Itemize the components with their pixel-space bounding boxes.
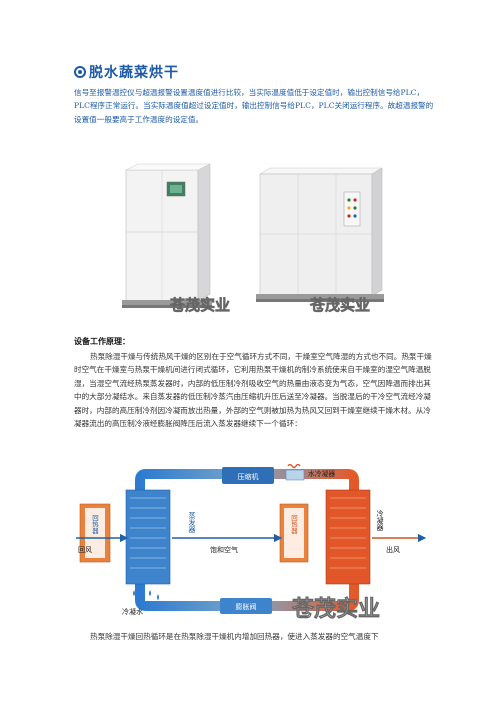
- intro-paragraph: 信号至报警温控仪与超温报警设置温度值进行比较，当实际温度值低于设定值时，输出控制…: [74, 88, 434, 124]
- left-recuperator-label: 回热器: [91, 514, 99, 535]
- condensate-label: 冷凝水: [122, 607, 143, 616]
- evaporator: [125, 489, 171, 585]
- return-air-label: 回风: [78, 546, 92, 554]
- left-dryer-unit: [122, 163, 212, 308]
- diagram-watermark: 苍茂实业: [291, 596, 380, 619]
- photo-watermark-left: 苍茂实业: [169, 296, 230, 314]
- water-condenser: 水冷凝器: [285, 464, 335, 481]
- condenser-label: 冷凝器: [376, 509, 384, 532]
- expansion-valve-label: 膨胀阀: [236, 602, 257, 611]
- right-dryer-unit: [256, 167, 384, 302]
- photo-watermark-right: 苍茂实业: [309, 296, 370, 314]
- closing-text: 热泵除湿干燥回热循环是在热泵除湿干燥机内增加回热器，使进入蒸发器的空气温度下: [90, 632, 379, 641]
- heat-pump-cycle-diagram: 压缩机 水冷凝器 回热器 蒸发器 回热器 冷凝: [76, 464, 427, 619]
- closing-paragraph: 热泵除湿干燥回热循环是在热泵除湿干燥机内增加回热器，使进入蒸发器的空气温度下: [74, 630, 434, 643]
- refrigerant-loop: [135, 469, 359, 611]
- water-condenser-label: 水冷凝器: [308, 469, 335, 478]
- compressor-label: 压缩机: [238, 472, 259, 481]
- section-heading: 设备工作原理：: [74, 336, 130, 346]
- evaporator-label: 蒸发器: [188, 511, 196, 534]
- page-title: 脱水蔬菜烘干: [74, 62, 179, 82]
- bullet-circle-icon: [74, 66, 86, 78]
- page-title-text: 脱水蔬菜烘干: [89, 65, 179, 81]
- saturated-air-label: 饱和空气: [210, 545, 238, 554]
- condenser: [325, 489, 371, 585]
- right-recuperator-label: 回热器: [290, 514, 298, 535]
- compressor-box: [222, 467, 274, 484]
- principle-paragraph: 热泵除湿干燥与传统热风干燥的区别在于空气循环方式不同，干燥室空气降湿的方式也不同…: [74, 350, 434, 430]
- product-photos: 苍茂实业 苍茂实业: [122, 163, 384, 314]
- outlet-air-label: 出风: [386, 545, 400, 554]
- expansion-valve-box: [220, 598, 272, 614]
- condensate-drops: [133, 590, 159, 600]
- principle-text: 热泵除湿干燥与传统热风干燥的区别在于空气循环方式不同，干燥室空气降湿的方式也不同…: [74, 352, 432, 429]
